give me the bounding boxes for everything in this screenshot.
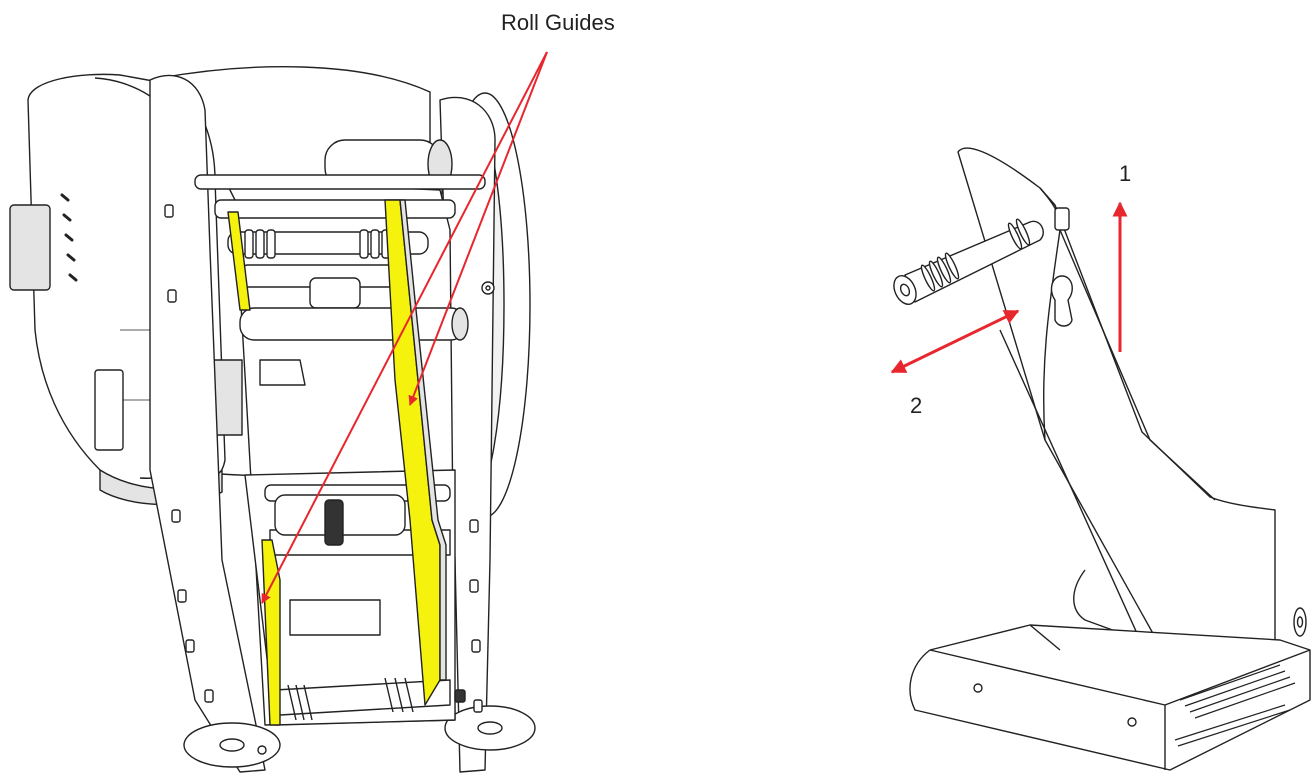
mounting-bracket xyxy=(893,147,1311,771)
direction-arrows xyxy=(890,201,1128,374)
right-side-plate xyxy=(439,96,496,773)
roll-guides-label: Roll Guides xyxy=(501,10,615,35)
crossbar xyxy=(239,307,466,341)
arrow-pull-out xyxy=(890,309,1020,374)
step-2-label: 2 xyxy=(910,393,923,418)
roll-guide-left xyxy=(261,539,281,726)
roll-guide-left-upper xyxy=(227,211,251,311)
keyhole-slot xyxy=(1050,275,1073,327)
bracket-base-tray xyxy=(909,624,1311,771)
side-clip xyxy=(9,204,51,291)
step-1-label: 1 xyxy=(1119,161,1132,186)
dispenser-assembly xyxy=(9,66,536,773)
bracket-back-plate xyxy=(957,147,1276,661)
roll-guides-leaders xyxy=(261,51,548,604)
